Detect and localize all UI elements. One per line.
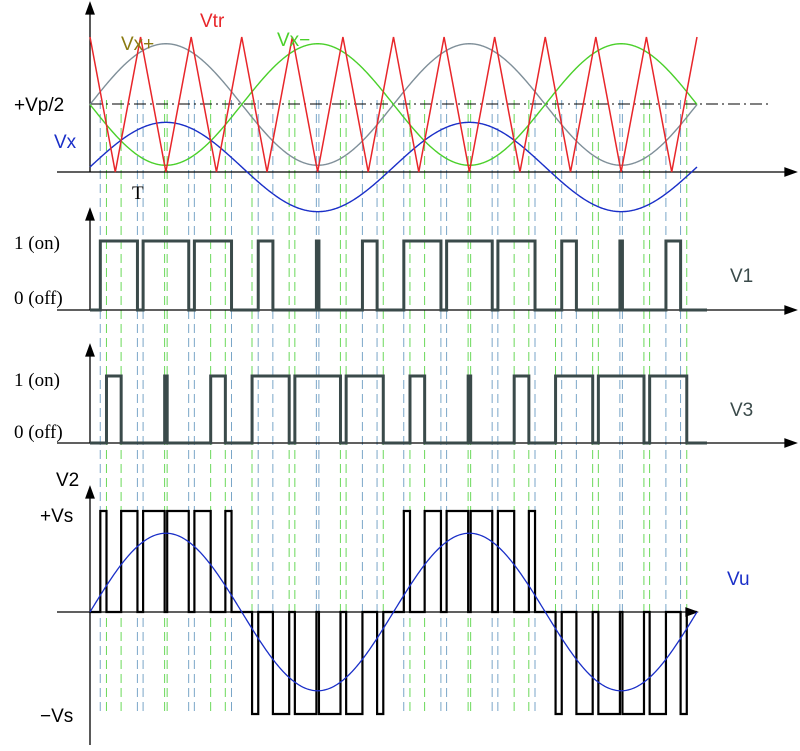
v2-y-axis-arrow (85, 485, 95, 499)
v3-x-axis-arrow (784, 438, 798, 448)
v2-label: V2 (56, 470, 79, 491)
top-x-axis-arrow (784, 167, 798, 177)
top-y-axis-arrow (85, 1, 95, 15)
v1-pulse-train (90, 239, 707, 312)
v3-y-axis-arrow (85, 343, 95, 357)
vtr-label: Vtr (200, 11, 225, 32)
vp-half-label: +Vp/2 (14, 95, 64, 116)
vu-fundamental-curve (89, 532, 698, 692)
vx-minus-label: Vx− (277, 30, 310, 51)
axes (57, 1, 798, 745)
vx-label: Vx (54, 132, 77, 153)
vx-plus-label: Vx+ (121, 34, 154, 55)
vx-minus-curve (89, 43, 698, 166)
v1-off-label: 0 (off) (14, 288, 63, 309)
v1-y-axis-arrow (85, 207, 95, 221)
v3-off-label: 0 (off) (14, 422, 63, 443)
v1-x-axis-arrow (784, 305, 798, 315)
v1-on-label: 1 (on) (14, 233, 60, 254)
v3-pulse-train (90, 374, 707, 445)
v1-label: V1 (730, 266, 753, 287)
minus-vs-label: −Vs (40, 706, 73, 727)
vu-label: Vu (727, 569, 750, 590)
period-label: T (132, 183, 144, 204)
v3-on-label: 1 (on) (14, 370, 60, 391)
plus-vs-label: +Vs (40, 506, 73, 527)
v3-label: V3 (730, 400, 753, 421)
triangle-carrier-vtr (89, 36, 698, 173)
vx-curve (89, 121, 698, 213)
